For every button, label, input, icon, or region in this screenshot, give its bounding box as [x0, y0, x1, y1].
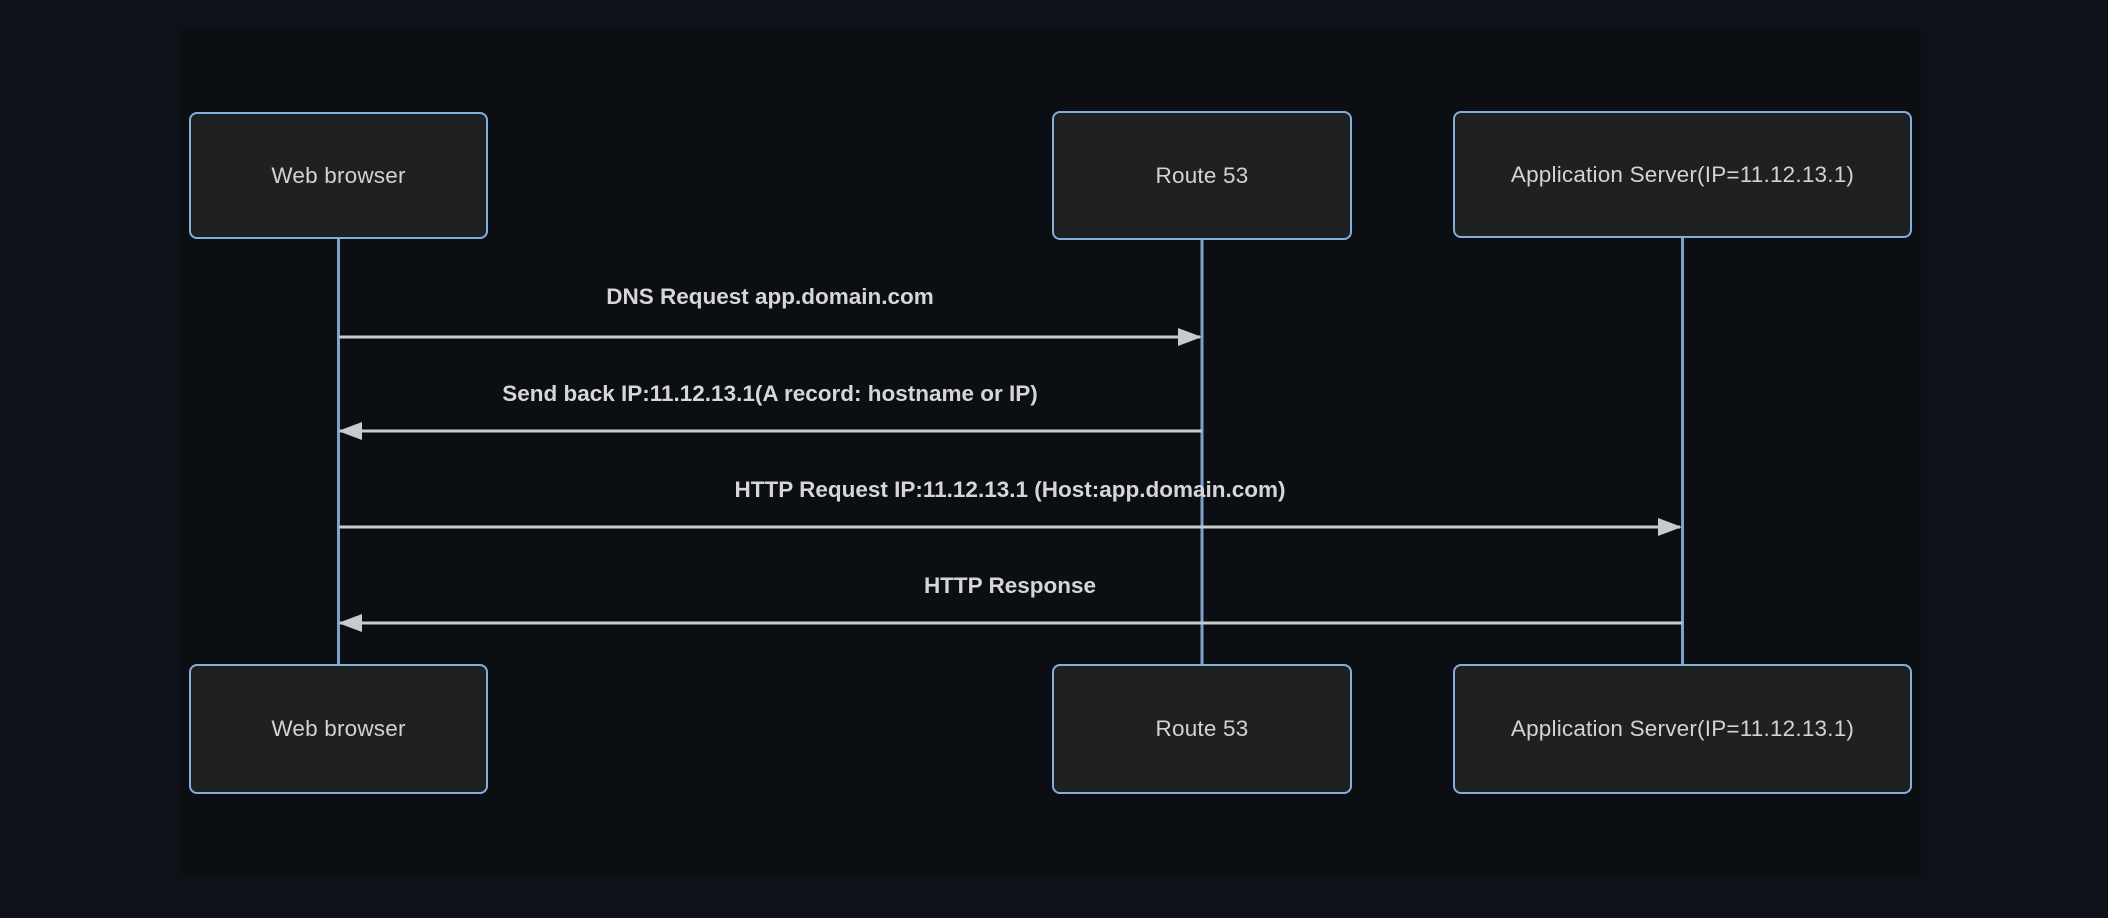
message-label-dns-request: DNS Request app.domain.com — [606, 284, 934, 309]
actor-label-route-53-top: Route 53 — [1155, 162, 1249, 188]
actor-box-route-53-bottom: Route 53 — [1052, 664, 1352, 794]
actor-label-web-browser-bottom: Web browser — [271, 716, 406, 741]
actor-box-app-server-top: Application Server(IP=11.12.13.1) — [1453, 111, 1912, 238]
actor-label-app-server-top: Application Server(IP=11.12.13.1) — [1510, 161, 1855, 187]
actor-box-web-browser-bottom: Web browser — [189, 664, 488, 794]
message-label-http-response: HTTP Response — [923, 573, 1097, 598]
actor-label-web-browser-top: Web browser — [271, 162, 406, 188]
actor-label-app-server-bottom: Application Server(IP=11.12.13.1) — [1510, 716, 1855, 741]
actor-box-app-server-bottom: Application Server(IP=11.12.13.1) — [1453, 664, 1912, 794]
actor-label-route-53-bottom: Route 53 — [1155, 716, 1249, 741]
message-label-send-back-ip: Send back IP:11.12.13.1(A record: hostna… — [502, 381, 1038, 406]
message-label-http-request: HTTP Request IP:11.12.13.1 (Host:app.dom… — [734, 477, 1286, 502]
actor-box-route-53-top: Route 53 — [1052, 111, 1352, 240]
actor-box-web-browser-top: Web browser — [189, 112, 488, 239]
